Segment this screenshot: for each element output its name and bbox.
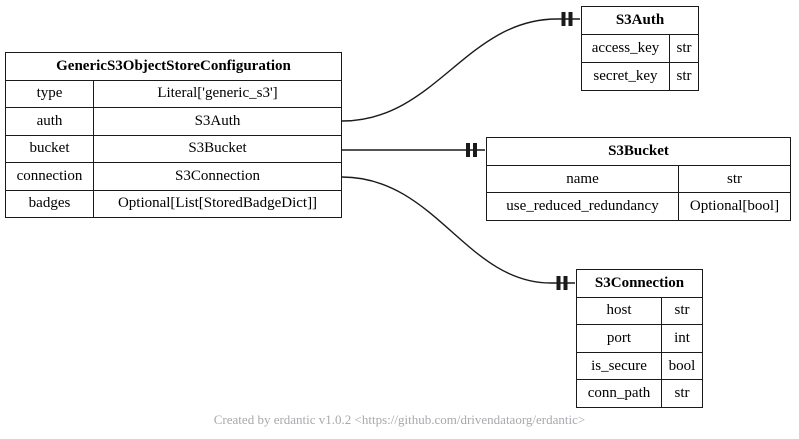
field-row: access_key str (582, 35, 698, 63)
field-type: str (727, 170, 742, 187)
field-row: is_secure bool (577, 352, 702, 381)
entity-s3auth: S3Auth access_key str secret_key str (581, 6, 699, 91)
entity-title: S3Connection (577, 270, 702, 298)
field-row: type Literal['generic_s3'] (6, 80, 341, 108)
edge-auth-to-s3auth (341, 18, 580, 122)
entity-s3connection: S3Connection host str port int is_secure… (576, 269, 703, 408)
field-name: conn_path (577, 380, 662, 407)
field-name: host (577, 297, 662, 325)
field-name: port (577, 325, 662, 352)
field-name: connection (6, 163, 94, 190)
entity-title: GenericS3ObjectStoreConfiguration (6, 53, 341, 81)
field-type: int (674, 329, 690, 346)
field-name: type (6, 80, 94, 107)
field-row: use_reduced_redundancy Optional[bool] (487, 193, 790, 221)
field-row: port int (577, 325, 702, 353)
field-type: str (676, 68, 692, 84)
field-type: S3Auth (194, 112, 241, 129)
entity-s3bucket: S3Bucket name str use_reduced_redundancy… (486, 137, 791, 221)
field-type: Literal['generic_s3'] (157, 85, 278, 102)
field-name: bucket (6, 135, 94, 162)
field-type: S3Connection (175, 167, 260, 184)
field-row: bucket S3Bucket (6, 135, 341, 163)
field-row: host str (577, 297, 702, 326)
field-type: Optional[bool] (689, 198, 780, 215)
field-name: use_reduced_redundancy (487, 193, 679, 221)
field-row: badges Optional[List[StoredBadgeDict]] (6, 190, 341, 217)
field-type: str (676, 40, 692, 56)
field-type: str (674, 385, 690, 402)
field-name: badges (6, 190, 94, 217)
field-name: access_key (582, 35, 670, 62)
field-name: secret_key (582, 63, 670, 90)
field-type: str (674, 302, 690, 319)
entity-generic-s3-object-store-configuration: GenericS3ObjectStoreConfiguration type L… (5, 52, 342, 218)
field-row: secret_key str (582, 63, 698, 90)
field-type: S3Bucket (188, 140, 247, 157)
field-name: auth (6, 108, 94, 135)
erdantic-attribution: Created by erdantic v1.0.2 <https://gith… (213, 412, 586, 427)
field-row: connection S3Connection (6, 163, 341, 191)
field-row: auth S3Auth (6, 108, 341, 136)
field-type: Optional[List[StoredBadgeDict]] (117, 195, 318, 212)
entity-title: S3Auth (582, 7, 698, 35)
field-name: is_secure (577, 352, 662, 380)
field-name: name (487, 165, 679, 193)
field-type: bool (668, 357, 696, 374)
field-row: name str (487, 165, 790, 194)
field-row: conn_path str (577, 380, 702, 407)
entity-title: S3Bucket (487, 138, 790, 166)
